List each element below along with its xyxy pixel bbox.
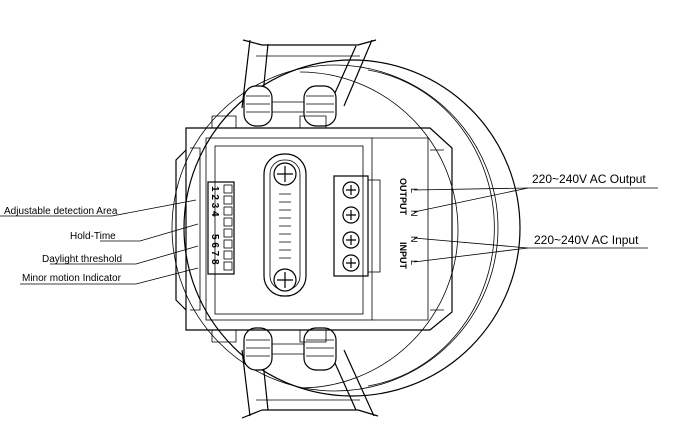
dip-switch-cell xyxy=(223,250,233,260)
screw-icon xyxy=(273,162,297,186)
bottom-spring-clip xyxy=(241,327,379,419)
dip-switch-cell xyxy=(223,217,233,227)
top-spring-clip xyxy=(241,39,377,127)
dip-numbers-bottom: 5 6 7 8 xyxy=(209,234,220,265)
label-ac-input: 220~240V AC Input xyxy=(534,233,639,247)
output-label: OUTPUT xyxy=(398,178,408,216)
dip-switch-cell xyxy=(223,184,233,194)
screw-icon xyxy=(273,268,297,292)
terminal-pin-label: N xyxy=(409,236,419,243)
label-hold-time: Hold-Time xyxy=(70,231,116,242)
sensor-body xyxy=(175,115,453,343)
dip-numbers-top: 1 2 3 4 xyxy=(209,186,220,217)
left-leader-lines xyxy=(0,199,199,285)
lens-holder xyxy=(263,153,307,297)
terminal-pin-label: N xyxy=(409,210,419,217)
dip-switch-block xyxy=(207,181,235,275)
dip-switch-cell xyxy=(223,239,233,249)
terminal-screw-icon xyxy=(342,254,360,272)
dip-switch-cell xyxy=(223,195,233,205)
terminal-screw-icon xyxy=(342,206,360,224)
sensor-housing xyxy=(171,59,521,397)
label-adjustable-detection-area: Adjustable detection Area xyxy=(4,206,118,217)
terminal-block: OUTPUT INPUT L N N L xyxy=(333,175,419,277)
label-daylight-threshold: Daylight threshold xyxy=(42,254,122,265)
label-ac-output: 220~240V AC Output xyxy=(532,172,646,186)
terminal-screw-icon xyxy=(342,181,360,199)
right-leader-lines xyxy=(413,187,658,263)
terminal-pin-label: L xyxy=(409,260,419,265)
label-minor-motion-indicator: Minor motion Indicator xyxy=(22,273,122,284)
terminal-screw-icon xyxy=(342,231,360,249)
dip-switch-cell xyxy=(223,206,233,216)
dip-switch-cell xyxy=(223,228,233,238)
dip-switch-cell xyxy=(223,261,233,271)
input-label: INPUT xyxy=(398,242,408,270)
terminal-pin-label: L xyxy=(409,188,419,193)
